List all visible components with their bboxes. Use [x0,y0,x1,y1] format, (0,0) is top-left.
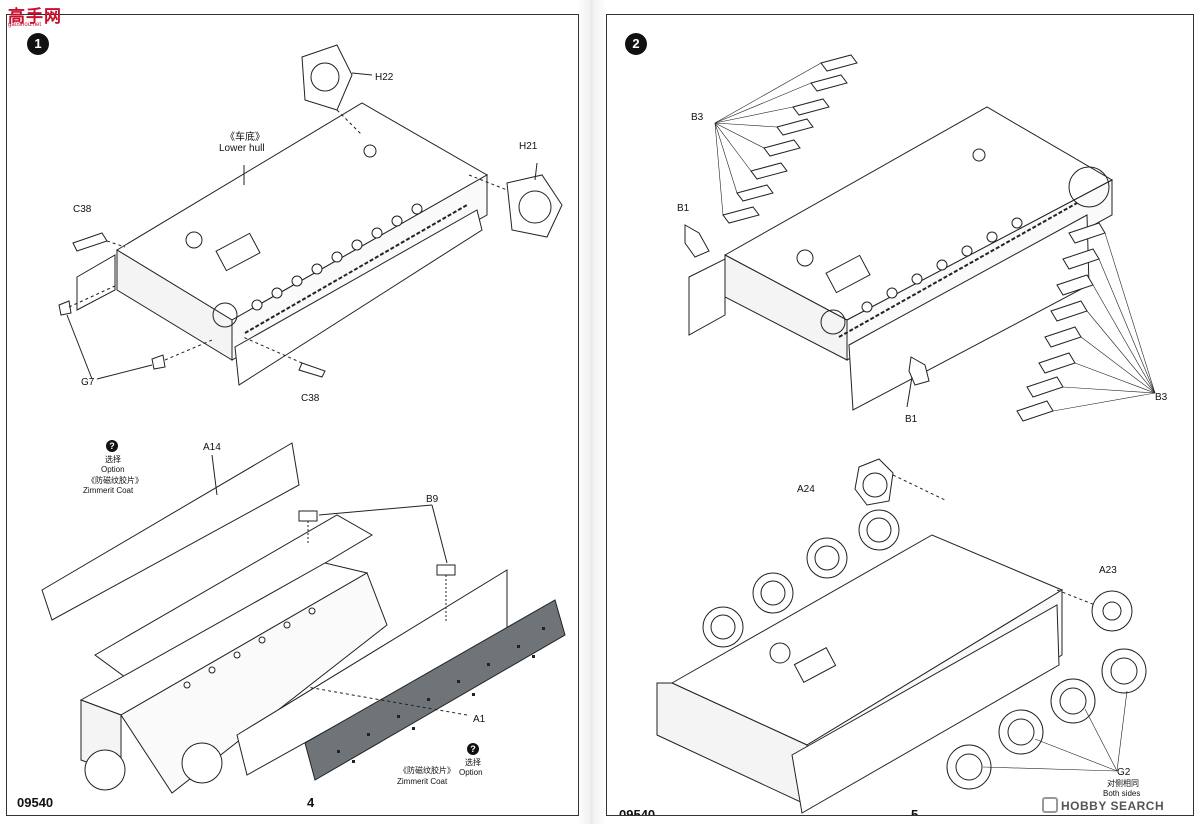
part-label-b1-bottom: B1 [905,414,918,425]
option-top-cn: 选择 [105,455,121,464]
part-label-h21: H21 [519,141,538,152]
watermark-logo-icon [1042,797,1058,813]
part-label-g7: G7 [81,377,95,388]
part-label-b3-top: B3 [691,112,704,123]
option-badge-top: ? [106,440,118,452]
part-label-a24: A24 [797,484,815,495]
watermark: HOBBY SEARCH [1042,797,1164,815]
step-number-badge: 2 [625,33,647,55]
option-bottom-cn: 选择 [465,758,481,767]
catalog-code: 09540 [619,807,656,816]
hull-with-wheels-drawing [656,458,1147,814]
right-page: 2 B3 B1 B1 B3 A24 A23 G2 对侧相同 Both sides… [606,14,1194,816]
site-logo: 高手网 gaoshou.net [8,2,74,32]
lower-hull-label-en: Lower hull [219,143,265,154]
hull-with-suspension-drawing [684,54,1156,422]
part-label-c38-top: C38 [73,204,92,215]
option-bottom-zimmerit-cn: 《防磁纹胶片》 [399,766,455,775]
page-number: 5 [911,807,919,816]
page-gutter [577,0,606,824]
option-bottom-en: Option [459,768,483,777]
part-label-a1: A1 [473,714,486,725]
part-label-g2: G2 [1117,767,1131,778]
logo-text: 高手网 [8,7,62,26]
catalog-code: 09540 [17,795,54,810]
lower-hull-label-cn: 《车底》 [225,132,265,143]
part-label-h22: H22 [375,72,394,83]
page-number: 4 [307,795,315,810]
g2-note-en: Both sides [1103,789,1141,798]
logo-url: gaoshou.net [8,22,42,28]
step-number-badge: 1 [27,33,49,55]
option-top-zimmerit-cn: 《防磁纹胶片》 [87,476,143,485]
part-label-a23: A23 [1099,565,1117,576]
left-page-drawing [41,44,566,794]
g2-note-cn: 对侧相同 [1107,779,1139,788]
part-label-b3-right: B3 [1155,392,1168,403]
part-label-b1-top: B1 [677,203,690,214]
option-top-zimmerit-en: Zimmerit Coat [83,486,134,495]
part-label-b9: B9 [426,494,439,505]
option-bottom-zimmerit-en: Zimmerit Coat [397,777,448,786]
zimmerit-assembly-drawing [41,442,566,794]
part-label-a14: A14 [203,442,221,453]
lower-hull-drawing [58,44,563,386]
option-top-en: Option [101,465,125,474]
part-label-c38-bottom: C38 [301,393,320,404]
left-page: 1 H22 H21 《车底》 Lower hull C38 G7 C38 ? 选… [6,14,579,816]
option-badge-bottom: ? [467,743,479,755]
right-page-drawing [656,54,1156,814]
watermark-text: HOBBY SEARCH [1061,799,1165,813]
